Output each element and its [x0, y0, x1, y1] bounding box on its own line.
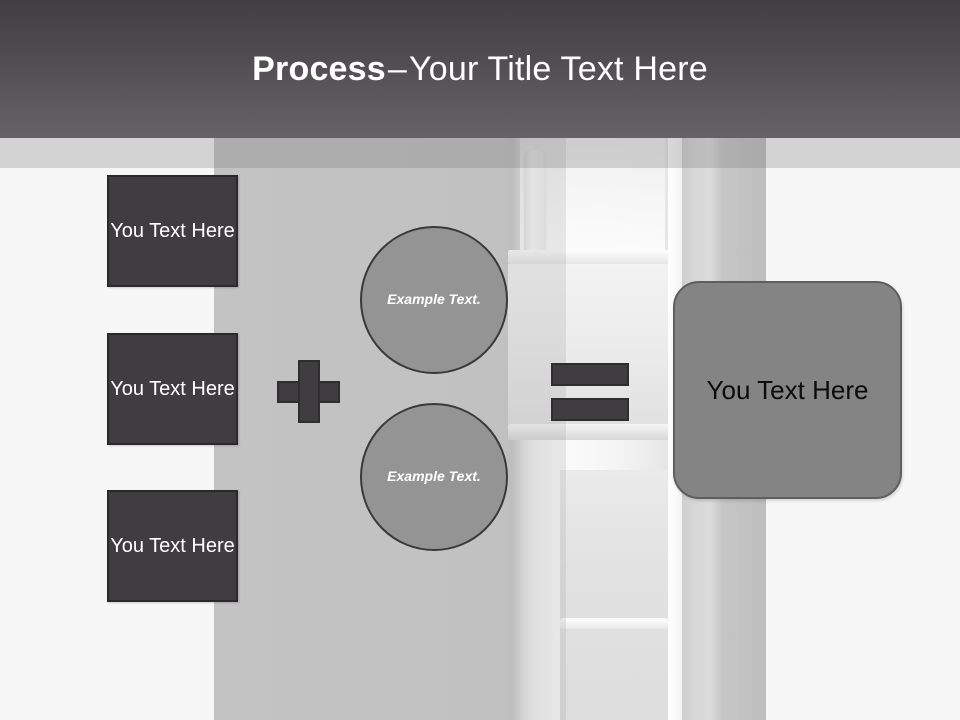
page-title-separator: – — [387, 49, 407, 88]
page-title: Process – Your Title Text Here — [0, 0, 960, 138]
background-photo-shelf-body — [508, 264, 676, 424]
equals-icon — [551, 363, 629, 421]
background-photo-shelf-top — [508, 250, 678, 264]
example-circle-1[interactable]: Example Text. — [360, 226, 508, 374]
equals-icon-bottom-bar — [551, 398, 629, 421]
source-box-1[interactable]: You Text Here — [107, 175, 238, 287]
plus-icon — [277, 360, 340, 423]
page-title-rest: Your Title Text Here — [409, 49, 708, 88]
page-title-bold: Process — [252, 49, 386, 88]
example-circle-2[interactable]: Example Text. — [360, 403, 508, 551]
background-overlay-band — [0, 138, 960, 168]
background-photo-lower-handle — [560, 618, 668, 629]
plus-icon-center-patch — [300, 383, 317, 401]
background-photo-lower-door — [560, 470, 668, 720]
slide-header — [0, 0, 960, 138]
equals-icon-top-bar — [551, 363, 629, 386]
background-photo-handle — [524, 150, 546, 262]
result-box[interactable]: You Text Here — [673, 281, 902, 499]
source-box-3[interactable]: You Text Here — [107, 490, 238, 602]
background-photo-shelf-bottom — [508, 424, 668, 440]
source-box-2[interactable]: You Text Here — [107, 333, 238, 445]
